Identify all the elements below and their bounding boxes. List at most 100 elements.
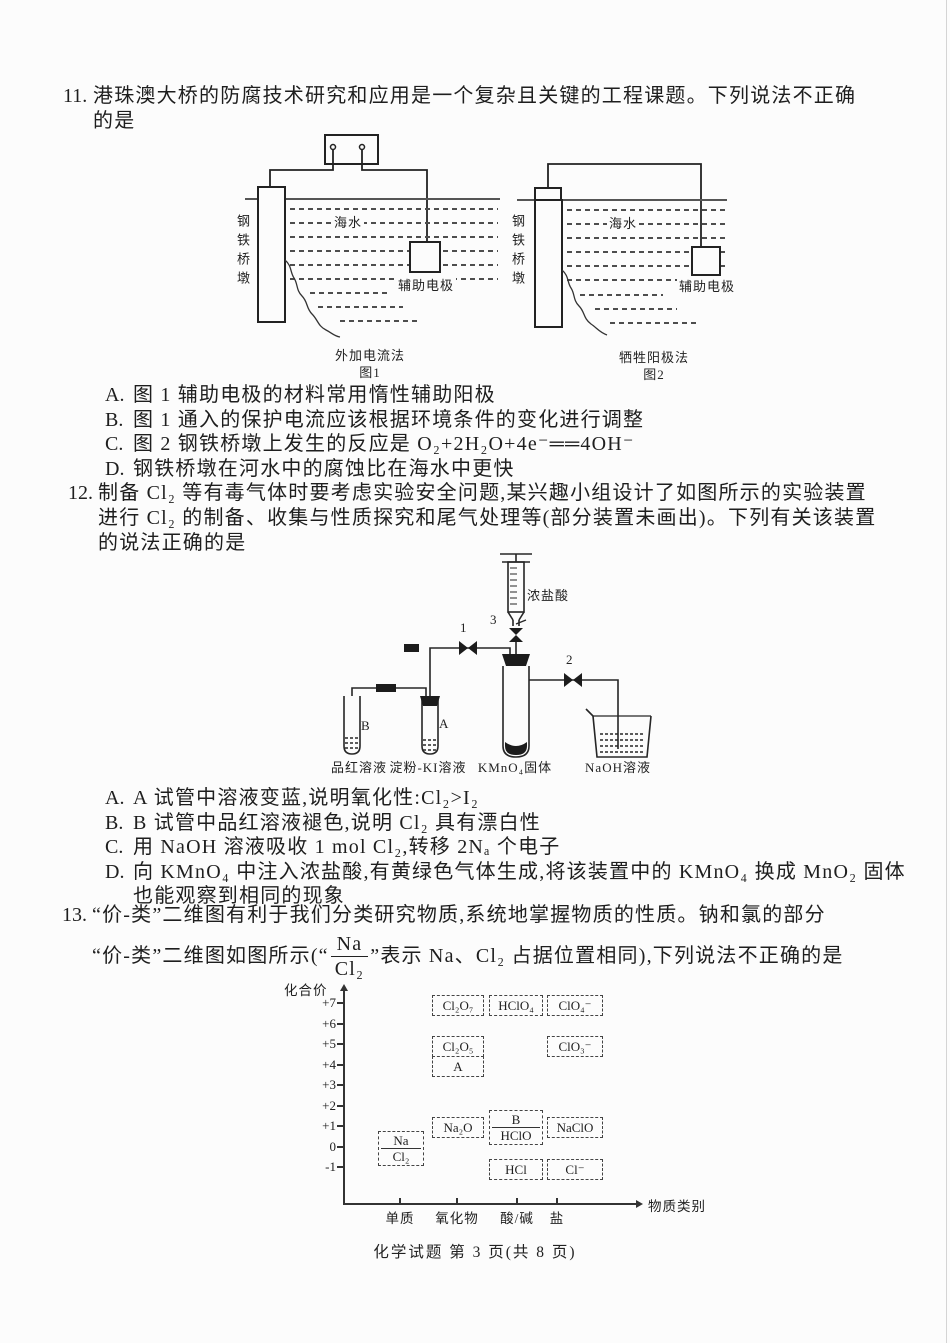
valve3-label: 3 [490, 612, 498, 627]
ytick-mark [337, 1166, 344, 1168]
q12-stem-line3: 的说法正确的是 [98, 532, 247, 554]
wire [547, 163, 702, 247]
q11-stem-line1: 11. 港珠澳大桥的防腐技术研究和应用是一个复杂且关键的工程课题。下列说法不正确 [63, 84, 903, 109]
q13-number: 13. [62, 904, 87, 926]
chart-box-na2o: Na₂O [432, 1117, 484, 1138]
valve2-label: 2 [566, 652, 574, 667]
chart-box-a: A [432, 1056, 484, 1077]
q12-number: 12. [68, 482, 93, 504]
valve3-stopcock [509, 628, 523, 635]
seabed-squiggle [561, 269, 608, 336]
generator-tube [502, 666, 530, 758]
ytick-mark [337, 1064, 344, 1066]
xtick-mark [456, 1198, 458, 1204]
sea-dashes [290, 208, 498, 322]
pipe-left [429, 647, 511, 696]
beaker-spout [585, 708, 594, 717]
page-footer: 化学试题 第 3 页(共 8 页) [373, 1244, 577, 1261]
q11-figure1: 钢铁桥墩 海水 辅助电极 外加电流法 图1 [228, 130, 508, 380]
wire-right [361, 150, 428, 242]
kmno4-label: KMnO₄固体 [477, 760, 553, 775]
q11-option-c: C.图 2 钢铁桥墩上发生的反应是 O₂+2H₂O+4e⁻══4OH⁻ [105, 432, 905, 457]
rubber-connector2 [404, 644, 419, 652]
q11-stem-text1: 港珠澳大桥的防腐技术研究和应用是一个复杂且关键的工程课题。下列说法不正确 [93, 85, 857, 107]
na-cl2-fraction: Na Cl₂ [330, 933, 369, 980]
q11-stem-line2: 的是 [93, 110, 136, 132]
scan-edge-artifact [946, 0, 947, 1343]
fig1-method-label: 外加电流法 [334, 348, 405, 363]
figure1-drawing [245, 134, 500, 338]
pipe-right [529, 679, 619, 749]
ytick-mark [337, 1105, 344, 1107]
fig1-caption: 图1 [359, 365, 381, 380]
starch-ki-label: 淀粉-KI溶液 [389, 760, 467, 775]
chart-box-cl: Cl⁻ [547, 1159, 603, 1180]
y-axis-arrow [340, 984, 348, 991]
q12-stem-line1: 12. 制备 Cl₂ 等有毒气体时要考虑实验安全问题,某兴趣小组设计了如图所示的… [68, 481, 913, 506]
generator-stopper [502, 654, 530, 666]
q13-stem-post: ”表示 Na、Cl₂ 占据位置相同),下列说法不正确的是 [370, 944, 844, 967]
fig2-pier-label: 钢铁桥墩 [510, 214, 525, 290]
chart-box-b-hclo: B HClO [489, 1110, 543, 1145]
option-key: A. [105, 384, 125, 406]
ytick-mark [337, 1084, 344, 1086]
option-key: C. [105, 836, 124, 858]
option-text: 钢铁桥墩在河水中的腐蚀比在海水中更快 [133, 457, 515, 480]
x-axis-label: 物质类别 [648, 1199, 706, 1214]
q13-stem-line1: 13. “价-类”二维图有利于我们分类研究物质,系统地掌握物质的性质。钠和氯的部… [62, 903, 907, 928]
rubber-connector [376, 684, 396, 692]
q12-option-d: D.向 KMnO₄ 中注入浓盐酸,有黄绿色气体生成,将该装置中的 KMnO₄ 换… [105, 860, 907, 909]
steel-pier [534, 199, 563, 328]
ytick-mark [337, 1146, 344, 1148]
auxiliary-electrode [691, 246, 721, 276]
option-key: B. [105, 811, 124, 834]
q12-stem-text1: 制备 Cl₂ 等有毒气体时要考虑实验安全问题,某兴趣小组设计了如图所示的实验装置 [98, 482, 867, 504]
tube-a-stopper [420, 696, 440, 706]
beaker [592, 715, 652, 758]
ytick-mark [337, 1043, 344, 1045]
xcat-suanjian: 酸/碱 [500, 1211, 534, 1226]
q12-apparatus: 浓盐酸 3 1 2 A B 品红溶液 淀粉-KI溶液 KMnO₄固体 NaOH溶… [330, 548, 690, 786]
q12-options: A.A 试管中溶液变蓝,说明氧化性:Cl₂>I₂ B.B 试管中品红溶液褪色,说… [105, 786, 907, 909]
xtick-mark [556, 1198, 558, 1204]
xtick-mark [399, 1198, 401, 1204]
q11-option-b: B.图 1 通入的保护电流应该根据环境条件的变化进行调整 [105, 408, 905, 433]
xtick-mark [516, 1198, 518, 1204]
steel-pier [257, 186, 286, 323]
ytick-mark [337, 1002, 344, 1004]
syringe-label: 浓盐酸 [527, 588, 570, 603]
chart-box-clo3: ClO₃⁻ [547, 1036, 603, 1057]
chart-box-naclo: NaClO [547, 1117, 603, 1138]
q12-option-a: A. A 试管中溶液变蓝,说明氧化性:Cl₂>I₂ [105, 786, 907, 811]
chart-box-cl2o5: Cl₂O₅ [432, 1036, 484, 1057]
figure2-drawing [517, 163, 727, 336]
ytick: 0 [329, 1139, 337, 1154]
box-fraction-top: B [492, 1112, 540, 1128]
chart-box-hclo4: HClO₄ [489, 995, 543, 1016]
valve3-handle [515, 619, 527, 625]
q11-option-d: D. 钢铁桥墩在河水中的腐蚀比在海水中更快 [105, 457, 905, 482]
ytick: +1 [322, 1118, 336, 1133]
option-text: 用 NaOH 溶液吸收 1 mol Cl₂,转移 2Nₐ 个电子 [133, 836, 561, 858]
syringe-barrel [507, 561, 525, 613]
option-text: A 试管中溶液变蓝,说明氧化性:Cl₂>I₂ [133, 787, 480, 809]
ytick: +5 [322, 1036, 336, 1051]
fig2-caption: 图2 [643, 367, 665, 382]
valve2-stopcock [564, 673, 573, 687]
q13-stem-line2: “价-类”二维图如图所示(“ Na Cl₂ ”表示 Na、Cl₂ 占据位置相同)… [92, 930, 844, 982]
ytick: +6 [322, 1016, 336, 1031]
option-key: D. [105, 457, 125, 480]
option-key: A. [105, 787, 125, 809]
fig2-water-label: 海水 [607, 216, 640, 231]
option-text: 向 KMnO₄ 中注入浓盐酸,有黄绿色气体生成,将该装置中的 KMnO₄ 换成 … [133, 860, 906, 908]
q12-option-c: C. 用 NaOH 溶液吸收 1 mol Cl₂,转移 2Nₐ 个电子 [105, 835, 907, 860]
y-axis [343, 991, 345, 1205]
q11-number: 11. [63, 85, 88, 107]
fig1-water-label: 海水 [332, 215, 365, 230]
box-fraction-bottom: HClO [500, 1128, 532, 1143]
x-axis-arrow [636, 1200, 643, 1208]
apparatus-drawing [343, 553, 652, 758]
y-axis-label: 化合价 [284, 983, 328, 998]
test-tube-a [421, 696, 439, 755]
